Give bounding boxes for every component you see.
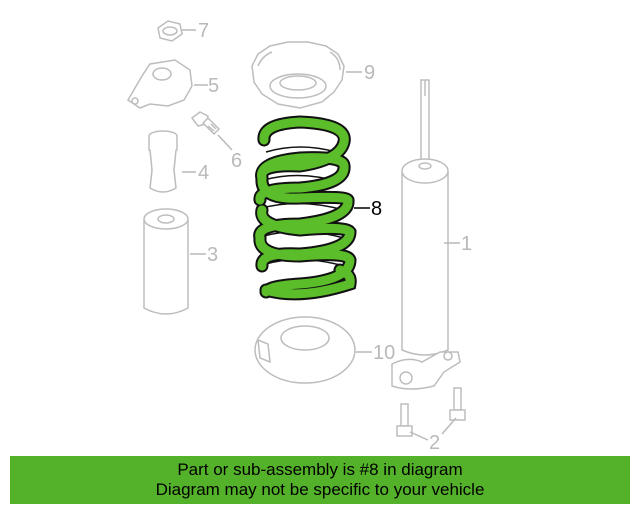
callout-8: 8 xyxy=(371,198,382,220)
callout-7: 7 xyxy=(198,20,209,42)
callout-6: 6 xyxy=(231,150,242,172)
part-3-dust-boot: 3 xyxy=(143,208,218,315)
callout-9: 9 xyxy=(364,62,375,84)
part-4-bump-stop: 4 xyxy=(148,130,209,193)
part-9-upper-seat: 9 xyxy=(251,41,375,109)
banner-line-1: Part or sub-assembly is #8 in diagram xyxy=(177,460,463,479)
callout-4: 4 xyxy=(198,162,209,184)
part-2-bolts: 2 xyxy=(396,387,466,454)
callout-2: 2 xyxy=(429,432,440,454)
part-5-bracket: 5 xyxy=(126,59,219,109)
part-10-lower-seat: 10 xyxy=(254,316,395,384)
part-8-coil-spring: 8 xyxy=(253,115,382,301)
info-banner: Part or sub-assembly is #8 in diagram Di… xyxy=(10,456,630,504)
part-7-nut: 7 xyxy=(157,20,209,42)
callout-5: 5 xyxy=(208,75,219,97)
banner-line-2: Diagram may not be specific to your vehi… xyxy=(155,480,485,499)
part-6-bolt: 6 xyxy=(190,111,242,172)
callout-3: 3 xyxy=(207,244,218,266)
callout-10: 10 xyxy=(373,342,395,364)
part-1-shock-absorber: 1 xyxy=(391,79,472,390)
callout-1: 1 xyxy=(461,233,472,255)
parts-diagram: 7 5 6 4 3 9 xyxy=(126,20,472,454)
